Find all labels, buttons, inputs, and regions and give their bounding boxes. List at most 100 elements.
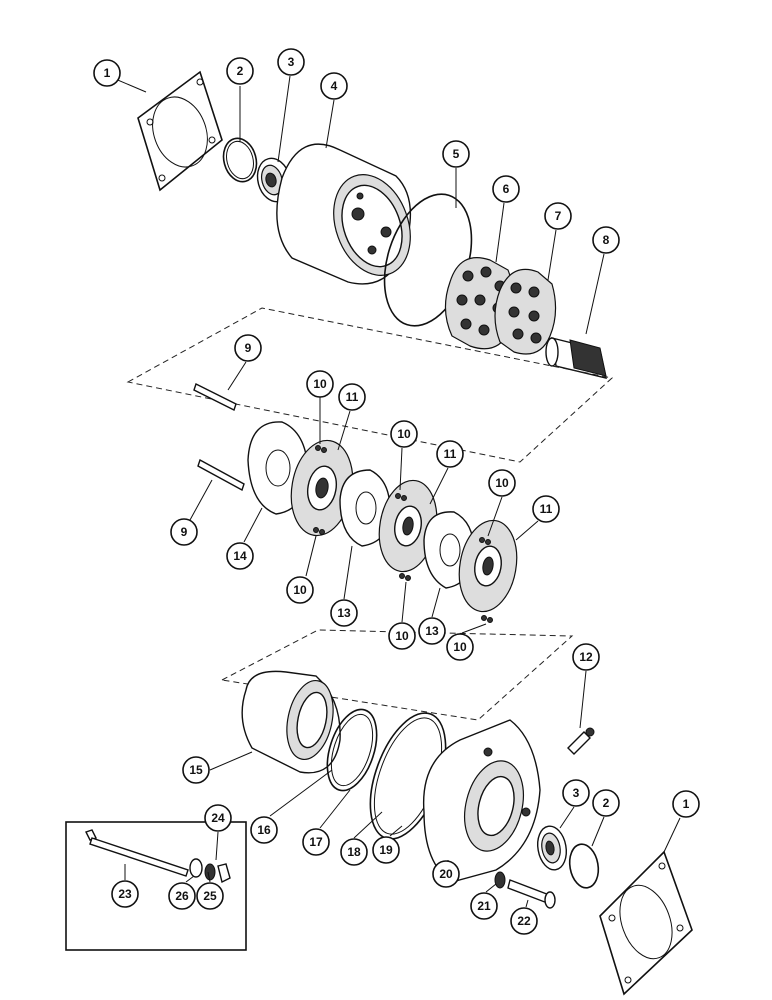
callout-c11c: 11 [532, 495, 560, 523]
svg-text:17: 17 [309, 835, 323, 849]
callout-c22: 22 [510, 907, 538, 935]
callout-c21: 21 [470, 892, 498, 920]
callout-c1b: 1 [672, 790, 700, 818]
callout-c11b: 11 [436, 440, 464, 468]
svg-text:10: 10 [453, 640, 467, 654]
callout-c9a: 9 [234, 334, 262, 362]
svg-text:5: 5 [453, 147, 460, 161]
svg-text:10: 10 [313, 377, 327, 391]
callout-c13a: 13 [330, 599, 358, 627]
callout-c2b: 2 [592, 789, 620, 817]
callout-c10c: 10 [488, 469, 516, 497]
callout-c13b: 13 [418, 617, 446, 645]
callout-c10b: 10 [390, 420, 418, 448]
svg-text:8: 8 [603, 233, 610, 247]
friction-disc-1 [290, 439, 354, 537]
callout-c2a: 2 [226, 57, 254, 85]
svg-text:11: 11 [444, 447, 457, 461]
svg-text:1: 1 [104, 66, 111, 80]
svg-text:12: 12 [579, 650, 593, 664]
gasket-top [137, 70, 223, 192]
svg-text:10: 10 [397, 427, 411, 441]
friction-disc-3 [458, 519, 518, 613]
svg-text:11: 11 [540, 502, 553, 516]
hardware-inset [65, 821, 247, 951]
callout-c10e: 10 [388, 622, 416, 650]
svg-text:10: 10 [495, 476, 509, 490]
splined-shaft [545, 337, 607, 379]
callout-c24: 24 [204, 804, 232, 832]
motor-housing [276, 143, 412, 285]
pin-lower [197, 458, 245, 492]
callout-c10d: 10 [286, 576, 314, 604]
callout-c17: 17 [302, 828, 330, 856]
svg-text:10: 10 [395, 629, 409, 643]
callout-c3a: 3 [277, 48, 305, 76]
callout-c12: 12 [572, 643, 600, 671]
callout-c14: 14 [226, 542, 254, 570]
snap-ring-top [222, 137, 258, 183]
callout-c10f: 10 [446, 633, 474, 661]
svg-text:20: 20 [439, 867, 453, 881]
callout-c23: 23 [111, 880, 139, 908]
grease-fitting [567, 727, 595, 755]
callout-c1a: 1 [93, 59, 121, 87]
callout-c16: 16 [250, 816, 278, 844]
svg-text:10: 10 [293, 583, 307, 597]
callout-c7: 7 [544, 202, 572, 230]
cap-screw [507, 879, 556, 909]
svg-text:2: 2 [237, 64, 244, 78]
callout-c3b: 3 [562, 779, 590, 807]
svg-text:24: 24 [211, 811, 225, 825]
svg-text:1: 1 [683, 797, 690, 811]
callout-c26: 26 [168, 882, 196, 910]
svg-text:26: 26 [175, 889, 189, 903]
svg-text:2: 2 [603, 796, 610, 810]
callout-c8: 8 [592, 226, 620, 254]
callout-c20: 20 [432, 860, 460, 888]
stator-rollers [494, 268, 557, 355]
alignment-plane-2 [220, 629, 574, 721]
svg-text:4: 4 [331, 79, 338, 93]
bearing-bottom [536, 825, 568, 871]
callout-c4: 4 [320, 72, 348, 100]
end-cover [422, 719, 541, 883]
alignment-plane-1 [126, 307, 614, 463]
callout-c25: 25 [196, 882, 224, 910]
callout-c9b: 9 [170, 518, 198, 546]
callout-c10a: 10 [306, 370, 334, 398]
svg-text:18: 18 [347, 845, 361, 859]
svg-text:16: 16 [257, 823, 271, 837]
svg-text:21: 21 [477, 899, 491, 913]
svg-text:3: 3 [288, 55, 295, 69]
piston [241, 670, 341, 774]
svg-text:13: 13 [425, 624, 439, 638]
pin-upper [193, 383, 237, 411]
svg-text:14: 14 [233, 549, 247, 563]
svg-text:15: 15 [189, 763, 203, 777]
callout-c5: 5 [442, 140, 470, 168]
svg-text:23: 23 [118, 887, 132, 901]
svg-text:3: 3 [573, 786, 580, 800]
snap-ring-bottom [568, 843, 600, 889]
callout-c15: 15 [182, 756, 210, 784]
svg-text:6: 6 [503, 182, 510, 196]
svg-text:7: 7 [555, 209, 562, 223]
callout-c11a: 11 [338, 383, 366, 411]
svg-text:9: 9 [181, 525, 188, 539]
springs [313, 445, 493, 623]
callout-c19: 19 [372, 836, 400, 864]
svg-text:25: 25 [203, 889, 217, 903]
callout-c6: 6 [492, 175, 520, 203]
gasket-bottom [599, 850, 693, 996]
svg-text:19: 19 [379, 843, 393, 857]
svg-text:9: 9 [245, 341, 252, 355]
svg-text:22: 22 [517, 914, 531, 928]
seal-inner [326, 708, 378, 792]
callout-c18: 18 [340, 838, 368, 866]
washer-small [494, 871, 506, 889]
svg-text:11: 11 [346, 390, 359, 404]
svg-text:13: 13 [337, 606, 351, 620]
